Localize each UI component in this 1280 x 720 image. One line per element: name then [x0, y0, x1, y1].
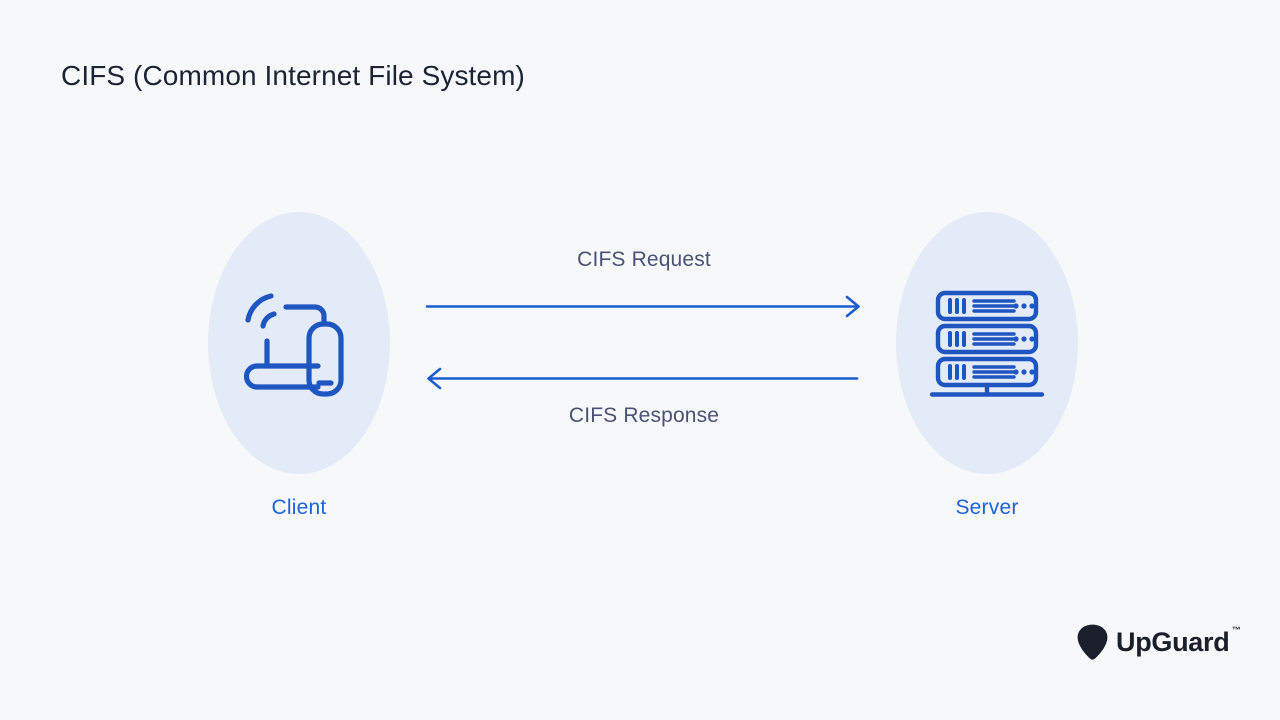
page-title: CIFS (Common Internet File System) — [61, 60, 525, 91]
brand-name: UpGuard — [1116, 626, 1230, 657]
node-client: Client — [208, 212, 390, 520]
brand-trademark-icon: ™ — [1231, 624, 1241, 635]
brand-logo: UpGuard ™ — [1076, 623, 1241, 661]
router-device-icon — [243, 293, 344, 397]
upguard-pick-icon — [1077, 624, 1108, 660]
node-server: Server — [896, 212, 1078, 520]
flow-label-response: CIFS Response — [568, 404, 720, 427]
arrow-server-to-client — [427, 367, 859, 390]
server-oval-background — [896, 212, 1078, 474]
client-label: Client — [271, 496, 327, 519]
flow-arrows-group: CIFS Request CIFS Response — [420, 248, 868, 440]
brand-wordmark: UpGuard ™ — [1116, 625, 1241, 657]
server-rack-icon — [929, 290, 1045, 397]
client-oval-background — [208, 212, 390, 474]
arrow-client-to-server — [425, 295, 860, 318]
server-label: Server — [955, 496, 1019, 519]
flow-label-request: CIFS Request — [577, 248, 711, 271]
